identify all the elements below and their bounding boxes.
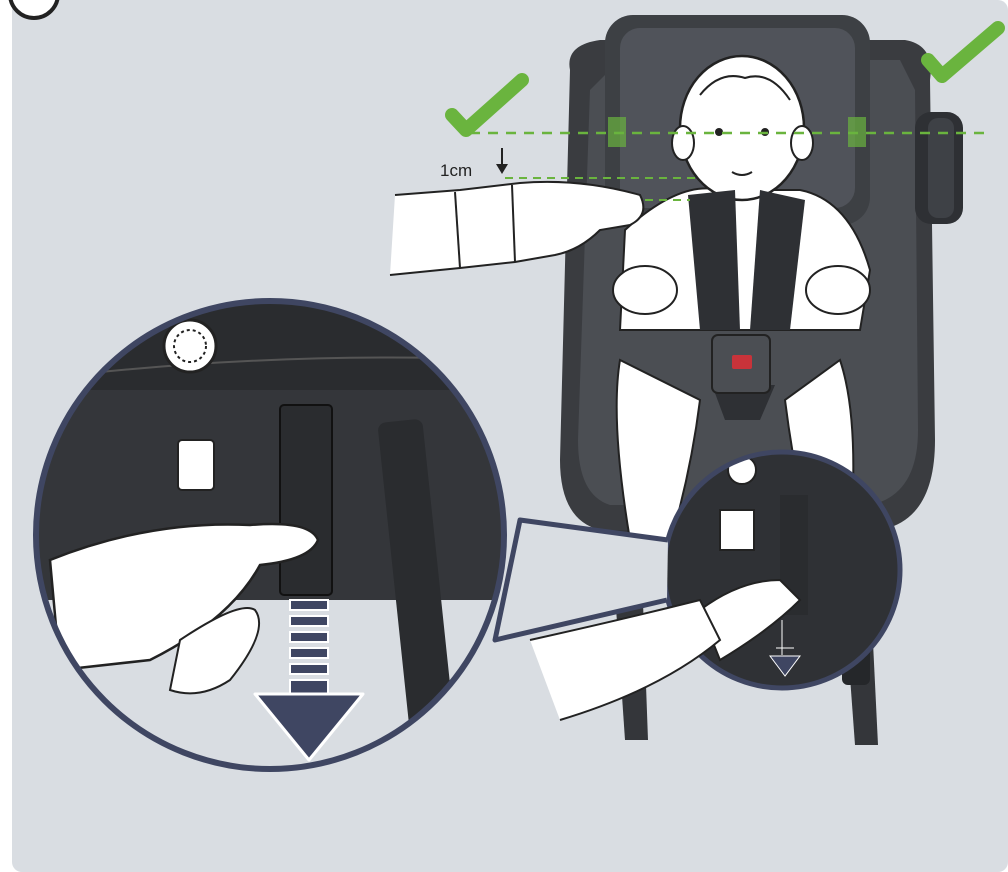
measurement-label: 1cm (440, 161, 472, 180)
adjuster-strap (280, 405, 332, 595)
buckle-release-button (732, 355, 752, 369)
adjustment-dial (164, 320, 216, 372)
